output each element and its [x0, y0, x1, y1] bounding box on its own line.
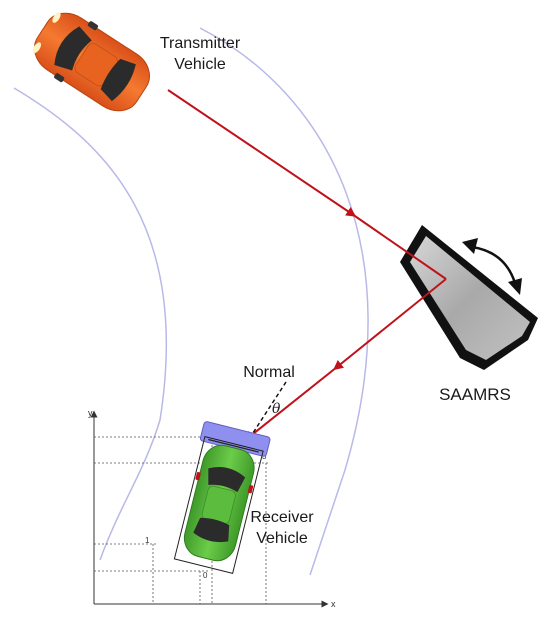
x-axis-label: x: [331, 599, 336, 609]
curved-double-arrow-icon: [462, 238, 522, 295]
angle-theta-label: θ: [272, 401, 281, 417]
corner-label: 0: [203, 571, 208, 580]
corner-label: 1: [145, 536, 150, 545]
transmitter-vehicle-label: Transmitter Vehicle: [140, 33, 260, 75]
road-curve-outer: [13, 87, 168, 561]
transmitter-label-line1: Transmitter: [159, 35, 241, 52]
road-curve-inner: [199, 27, 369, 576]
receiver-bounding-box: [173, 435, 264, 574]
beam-segment-reflected-cont: [244, 366, 338, 442]
optical-beam: [167, 89, 447, 442]
normal-line: [250, 381, 287, 437]
receiver-label-line1: Receiver: [250, 509, 314, 526]
normal-label: Normal: [243, 364, 295, 381]
beam-segment-incident-cont: [351, 213, 447, 280]
beam-segment-reflected: [333, 278, 447, 371]
saamrs-label: SAAMRS: [439, 385, 511, 404]
transmitter-label-line2: Vehicle: [174, 56, 226, 73]
receiver-vehicle-label: Receiver Vehicle: [232, 507, 332, 549]
receiver-label-line2: Vehicle: [256, 530, 308, 547]
mirror-panel-icon: [400, 225, 538, 370]
orange-car-icon: [32, 12, 150, 112]
y-axis-label: y: [88, 408, 93, 418]
beam-segment-incident: [167, 89, 357, 217]
green-car-icon: [173, 421, 271, 574]
